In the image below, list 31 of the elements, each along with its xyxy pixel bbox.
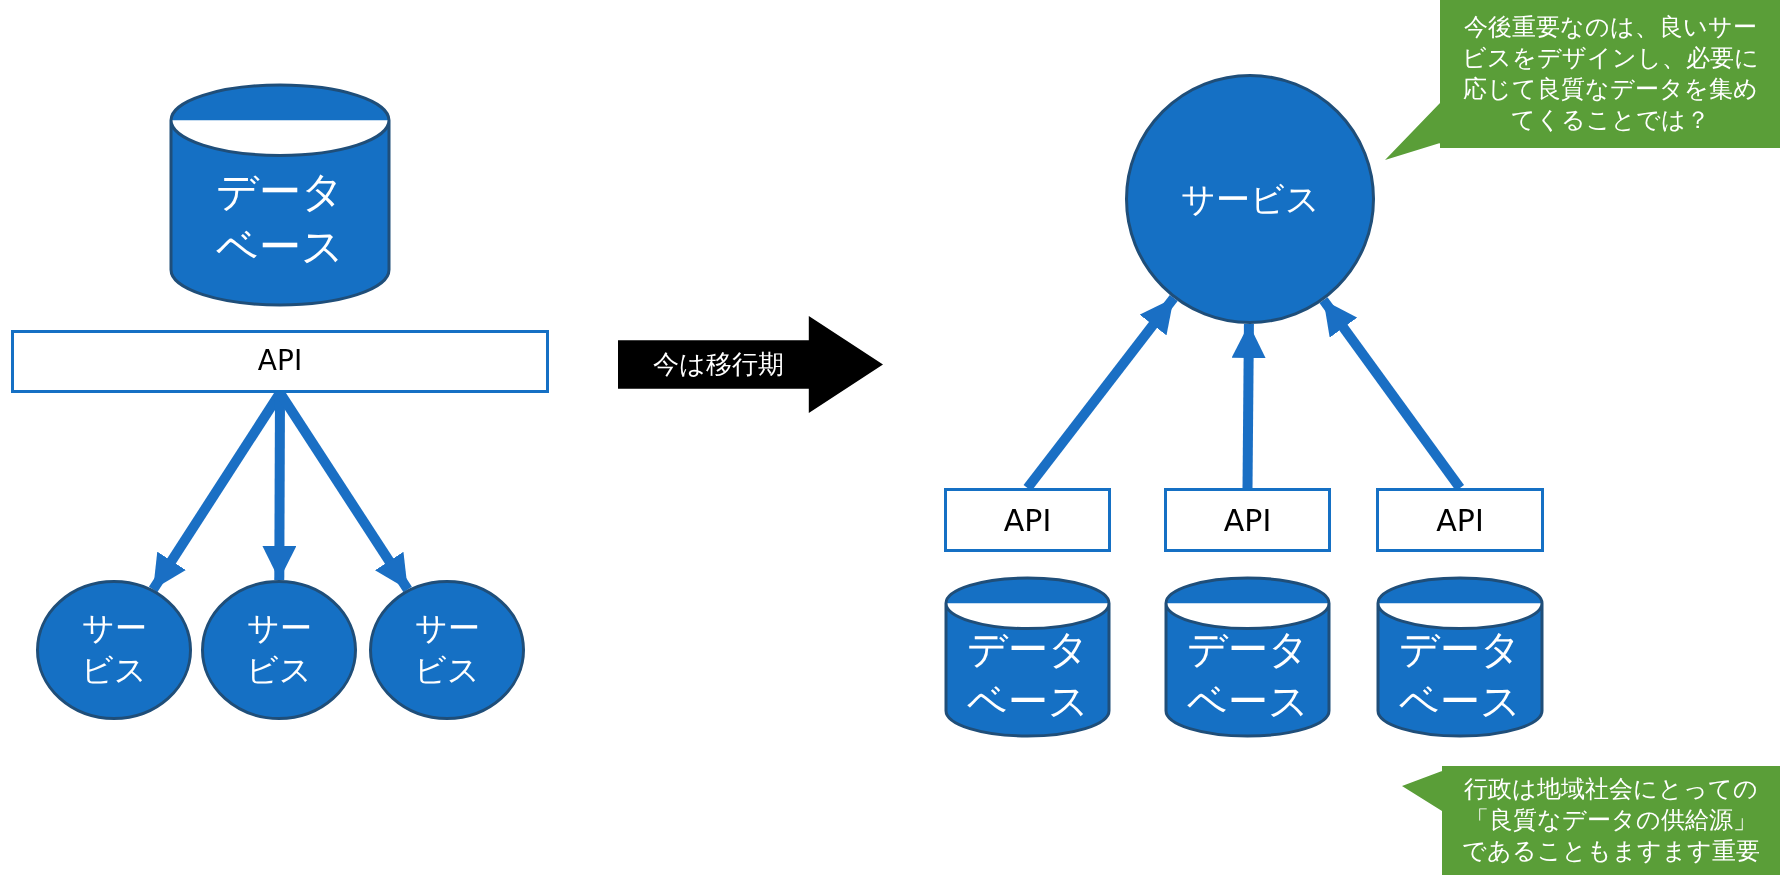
api-box (1376, 488, 1544, 552)
service-circle (201, 580, 357, 720)
database-cylinder (944, 578, 1111, 736)
service-circle (369, 580, 525, 720)
node-label: データベース (215, 166, 345, 273)
database-cylinder (1164, 578, 1331, 736)
node-label: データベース (965, 624, 1090, 726)
node-label: API (257, 343, 303, 380)
node-label: サービス (80, 608, 148, 691)
node-label: API (1003, 501, 1052, 540)
node-label: サービス (1180, 177, 1320, 221)
node-label: サービス (413, 608, 481, 691)
node-label: データベース (1398, 624, 1522, 726)
api-box (11, 330, 549, 393)
database-cylinder (1376, 578, 1544, 736)
node-label: サービス (245, 608, 313, 691)
api-box (1164, 488, 1331, 552)
node-label: API (1436, 501, 1484, 540)
speech-bubble (1385, 0, 1780, 160)
node-label: 今は移行期 (652, 347, 784, 381)
speech-bubble (1402, 766, 1780, 875)
node-label: 行政は地域社会にとっての「良質なデータの供給源」であることもますます重要 (1461, 773, 1761, 868)
node-label: API (1223, 501, 1272, 540)
arrow (1231, 323, 1266, 489)
service-circle (36, 580, 192, 720)
database-cylinder (169, 85, 391, 305)
api-box (944, 488, 1111, 552)
service-circle (1125, 74, 1375, 324)
node-label: データベース (1185, 624, 1310, 726)
block-arrow (618, 316, 883, 413)
node-label: 今後重要なのは、良いサービスをデザインし、必要に応じて良質なデータを集めてくることでは？ (1460, 11, 1760, 137)
